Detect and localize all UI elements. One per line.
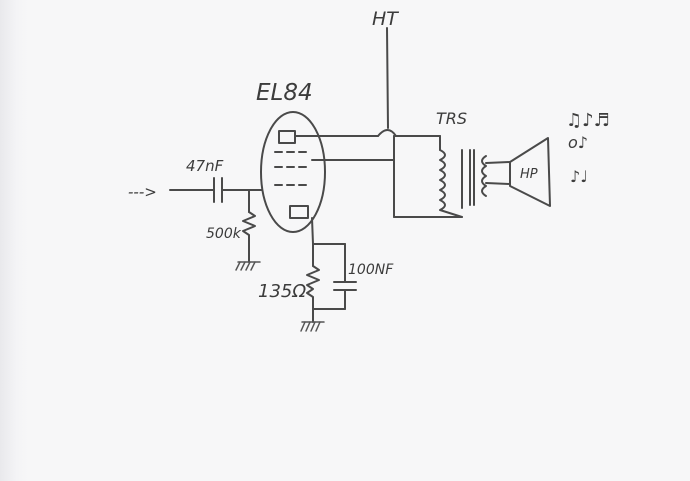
ht-rail: HT (372, 8, 399, 129)
input-stage: ---> 47nF (128, 157, 263, 203)
music-notes-icon: ♫♪♬ (566, 110, 610, 131)
coupling-cap-label: 47nF (186, 157, 224, 175)
grid-resistor-label: 500k (206, 226, 242, 242)
cathode-cap-label: 100NF (348, 262, 394, 278)
cathode-resistor-label: 135Ω (258, 281, 306, 302)
input-arrow: ---> (128, 183, 157, 201)
ground-icon-cathode (300, 308, 325, 332)
grid-resistor: 500k (206, 189, 261, 271)
output-transformer: TRS (436, 109, 487, 218)
speaker-icon: HP (485, 137, 551, 207)
plate-wiring (294, 129, 463, 218)
paper-edge (0, 0, 28, 481)
music-notes-icon-2: o♪ (568, 133, 588, 152)
transformer-label: TRS (436, 109, 467, 128)
ground-icon (235, 249, 261, 271)
ht-label: HT (372, 8, 399, 30)
tube-label: EL84 (256, 80, 313, 106)
speaker-label: HP (520, 167, 538, 182)
cathode-network: 135Ω 100NF (258, 217, 394, 332)
music-notes-icon-3: ♪♩ (570, 167, 588, 186)
el84-tube: EL84 (256, 80, 326, 233)
